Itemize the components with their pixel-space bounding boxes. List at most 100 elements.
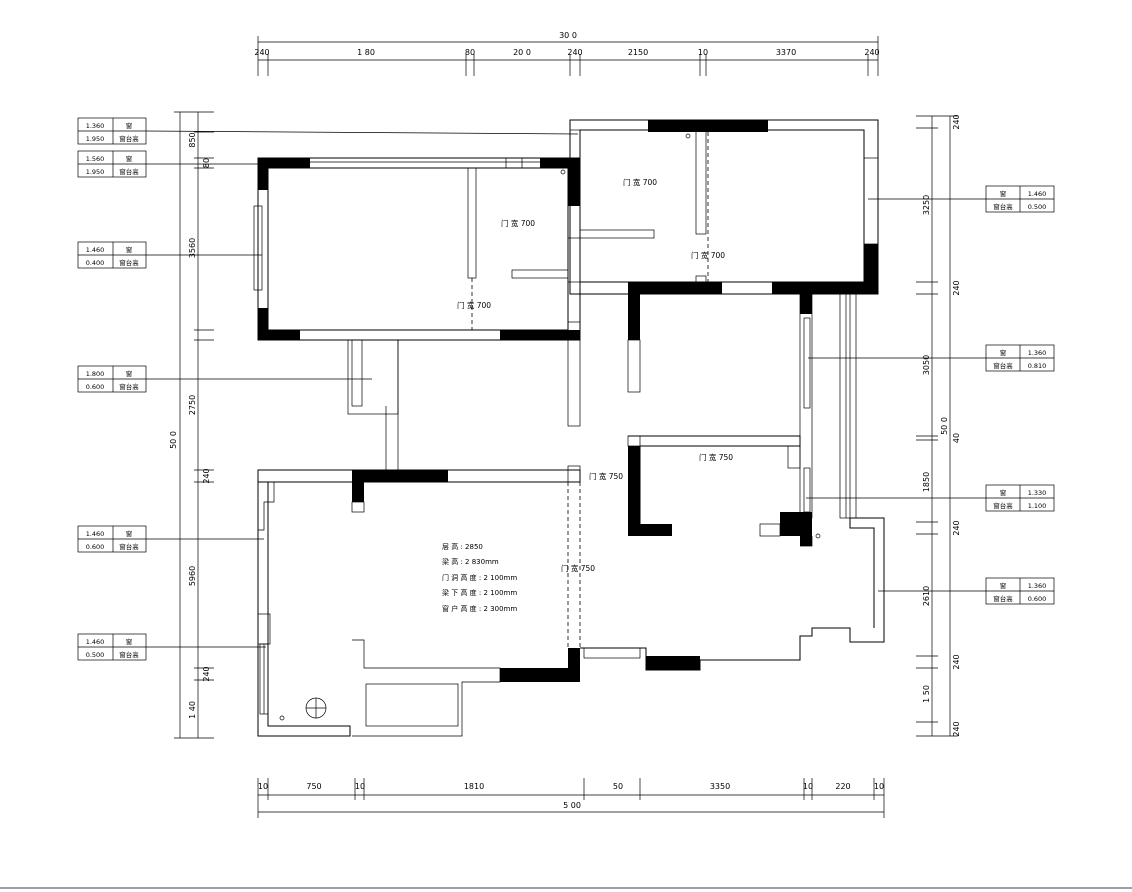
svg-text:窗: 窗 (1000, 348, 1007, 357)
top-dim-3: 20 0 (513, 48, 531, 57)
svg-text:窗: 窗 (1000, 488, 1007, 497)
right-dim-9: 1 50 (922, 685, 931, 703)
note-line: 门 洞 高 度 : 2 100mm (442, 573, 517, 582)
right-dim-4: 40 (952, 433, 961, 443)
top-overall-dim: 30 0 (559, 31, 577, 40)
svg-text:窗台高: 窗台高 (119, 542, 139, 551)
svg-text:1.560: 1.560 (86, 155, 105, 163)
top-dim-6: 10 (698, 48, 708, 57)
svg-text:0.500: 0.500 (1028, 203, 1047, 211)
window-tag: 1.800 窗 0.600 窗台高 (77, 365, 372, 393)
bottom-dimension-chain: 5 00 10 750 10 1810 50 3350 10 220 10 (257, 778, 885, 818)
window-tag: 窗 1.460 窗台高 0.500 (868, 185, 1055, 213)
top-dim-7: 3370 (776, 48, 796, 57)
right-dim-7: 2610 (922, 586, 931, 606)
window-tags-right: 窗 1.460 窗台高 0.500 窗 1.360 窗台高 0.810 窗 1.… (806, 185, 1055, 605)
right-dim-6: 240 (952, 520, 961, 535)
svg-text:1.460: 1.460 (86, 530, 105, 538)
left-dim-5: 5960 (188, 566, 197, 586)
right-dim-8: 240 (952, 654, 961, 669)
svg-text:窗台高: 窗台高 (119, 134, 139, 143)
left-dim-4: 240 (202, 468, 211, 483)
door-label: 门 宽 750 (589, 471, 623, 481)
svg-text:1.950: 1.950 (86, 168, 105, 176)
top-dim-8: 240 (864, 48, 879, 57)
ceiling-notes: 层 高 : 2850 梁 高 : 2 830mm 门 洞 高 度 : 2 100… (442, 542, 517, 613)
walls (253, 119, 885, 737)
bottom-dim-3: 1810 (464, 782, 484, 791)
right-dimension-chain: 50 0 240 3250 240 3050 40 1850 240 2610 … (916, 114, 961, 737)
door-label: 门 宽 750 (561, 563, 595, 573)
svg-text:窗: 窗 (1000, 189, 1007, 198)
svg-text:窗: 窗 (126, 369, 133, 378)
svg-text:窗台高: 窗台高 (993, 202, 1013, 211)
svg-text:窗台高: 窗台高 (993, 501, 1013, 510)
note-line: 层 高 : 2850 (442, 542, 483, 551)
window-tag: 1.360 窗 1.950 窗台高 (77, 117, 579, 145)
svg-text:1.460: 1.460 (1028, 190, 1047, 198)
top-dim-2: 80 (465, 48, 475, 57)
right-overall-dim: 50 0 (940, 417, 949, 435)
svg-text:1.360: 1.360 (86, 122, 105, 130)
right-dim-2: 240 (952, 280, 961, 295)
bottom-dim-1: 750 (306, 782, 321, 791)
top-dim-0: 240 (254, 48, 269, 57)
svg-text:0.600: 0.600 (86, 543, 105, 551)
svg-text:1.460: 1.460 (86, 246, 105, 254)
svg-text:窗台高: 窗台高 (993, 361, 1013, 370)
top-dim-1: 1 80 (357, 48, 375, 57)
svg-text:0.500: 0.500 (86, 651, 105, 659)
fixtures (279, 133, 821, 721)
svg-text:窗: 窗 (126, 121, 133, 130)
left-dim-0: 850 (188, 132, 197, 147)
top-dim-5: 2150 (628, 48, 648, 57)
window-tag: 窗 1.330 窗台高 1.100 (806, 484, 1055, 512)
left-dim-6: 240 (202, 666, 211, 681)
svg-text:窗: 窗 (126, 245, 133, 254)
svg-text:1.800: 1.800 (86, 370, 105, 378)
door-label: 门 宽 700 (501, 218, 535, 228)
svg-text:1.330: 1.330 (1028, 489, 1047, 497)
window-tag: 1.560 窗 1.950 窗台高 (77, 150, 310, 178)
svg-text:窗台高: 窗台高 (119, 650, 139, 659)
left-overall-dim: 50 0 (169, 431, 178, 449)
svg-text:0.810: 0.810 (1028, 362, 1047, 370)
svg-text:1.360: 1.360 (1028, 582, 1047, 590)
svg-text:窗: 窗 (1000, 581, 1007, 590)
window-tag: 窗 1.360 窗台高 0.810 (808, 344, 1055, 372)
left-dim-3: 2750 (188, 395, 197, 415)
svg-text:窗台高: 窗台高 (119, 382, 139, 391)
bottom-dim-2: 10 (355, 782, 365, 791)
svg-text:窗: 窗 (126, 154, 133, 163)
note-line: 梁 高 : 2 830mm (442, 557, 499, 566)
window-tags-left: 1.360 窗 1.950 窗台高 1.560 窗 1.950 窗台高 1.46… (77, 117, 579, 661)
bottom-dim-5: 3350 (710, 782, 730, 791)
left-dim-1: 80 (202, 158, 211, 168)
right-dim-10: 240 (952, 721, 961, 736)
bottom-dim-0: 10 (258, 782, 268, 791)
svg-text:1.950: 1.950 (86, 135, 105, 143)
svg-text:窗: 窗 (126, 529, 133, 538)
svg-text:0.400: 0.400 (86, 259, 105, 267)
left-dimension-chain: 50 0 850 80 3560 2750 240 5960 240 1 40 (169, 111, 214, 739)
svg-text:窗台高: 窗台高 (993, 594, 1013, 603)
window-tag: 1.460 窗 0.400 窗台高 (77, 241, 262, 269)
bottom-dim-6: 10 (803, 782, 813, 791)
svg-text:窗: 窗 (126, 637, 133, 646)
left-dim-2: 3560 (188, 238, 197, 258)
window-tag: 1.460 窗 0.600 窗台高 (77, 525, 264, 553)
right-dim-1: 3250 (922, 195, 931, 215)
window-tag: 1.460 窗 0.500 窗台高 (77, 633, 266, 661)
right-dim-0: 240 (952, 114, 961, 129)
door-label: 门 宽 700 (457, 300, 491, 310)
svg-text:窗台高: 窗台高 (119, 258, 139, 267)
bottom-dim-7: 220 (835, 782, 850, 791)
window-tag: 窗 1.360 窗台高 0.600 (878, 577, 1055, 605)
svg-text:1.100: 1.100 (1028, 502, 1047, 510)
door-label: 门 宽 700 (623, 177, 657, 187)
room-labels: 门 宽 700 门 宽 700 门 宽 700 门 宽 700 门 宽 750 … (457, 177, 733, 573)
bottom-dim-4: 50 (613, 782, 623, 791)
door-label: 门 宽 750 (699, 452, 733, 462)
door-label: 门 宽 700 (691, 250, 725, 260)
